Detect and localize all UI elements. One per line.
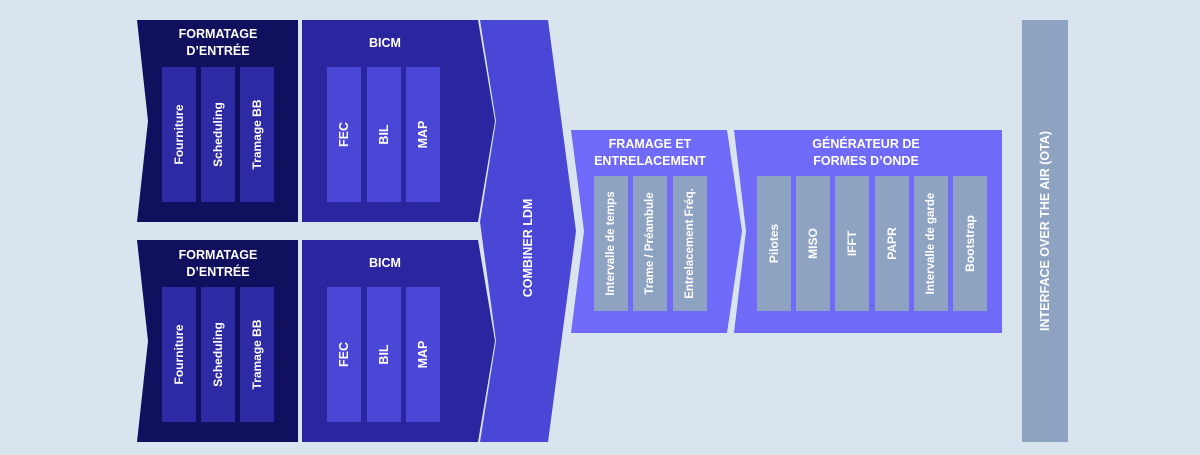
ldm-combiner-shape [480, 20, 576, 442]
input-cell-fourniture [162, 287, 196, 422]
framing-label-time-interleaver: Intervalle de temps [605, 191, 617, 295]
input-label-tramage-bb: Tramage BB [250, 319, 264, 389]
input-label-tramage-bb: Tramage BB [250, 99, 264, 169]
ldm-combiner-block: COMBINER LDM [480, 20, 576, 442]
waveform-cell-miso [796, 176, 830, 311]
waveform-cell-bootstrap [953, 176, 987, 311]
waveform-label-guard-interval: Intervalle de garde [925, 193, 937, 295]
input-cell-fourniture [162, 67, 196, 202]
input-formatting-title-line2: D’ENTRÉE [186, 264, 249, 279]
waveform-title-line1: GÉNÉRATEUR DE [812, 136, 919, 151]
bicm-label-bil: BIL [377, 124, 391, 145]
waveform-title-line2: FORMES D’ONDE [813, 154, 919, 168]
waveform-cell-papr [875, 176, 909, 311]
bicm-label-map: MAP [416, 121, 430, 149]
bicm-cell-bil [367, 287, 401, 422]
pipeline-1: FORMATAGE D’ENTRÉE Fourniture Scheduling… [137, 20, 495, 222]
bicm-cell-map [406, 67, 440, 202]
bicm-title: BICM [369, 36, 401, 50]
bicm-cell-bil [367, 67, 401, 202]
waveform-cell-pilots [757, 176, 791, 311]
pipeline-2: FORMATAGE D’ENTRÉE Fourniture Scheduling… [137, 240, 495, 442]
waveform-cell-ifft [835, 176, 869, 311]
waveform-generator-block: GÉNÉRATEUR DE FORMES D’ONDE Pilotes MISO… [734, 130, 1002, 333]
bicm-label-bil: BIL [377, 344, 391, 365]
ota-interface-label: INTERFACE OVER THE AIR (OTA) [1038, 131, 1052, 331]
framing-cell-frame-preamble [633, 176, 667, 311]
framing-title-line1: FRAMAGE ET [609, 137, 692, 151]
bicm-cell-map [406, 287, 440, 422]
input-formatting-title-line1: FORMATAGE [179, 27, 258, 41]
waveform-label-papr: PAPR [885, 227, 899, 260]
framing-block: FRAMAGE ET ENTRELACEMENT Intervalle de t… [571, 130, 742, 333]
input-label-fourniture: Fourniture [172, 324, 186, 384]
input-formatting-block-1: FORMATAGE D’ENTRÉE Fourniture Scheduling… [137, 20, 298, 222]
bicm-title: BICM [369, 256, 401, 270]
framing-cell-time-interleaver [594, 176, 628, 311]
input-formatting-block-2: FORMATAGE D’ENTRÉE Fourniture Scheduling… [137, 240, 298, 442]
input-label-scheduling: Scheduling [211, 322, 225, 387]
input-cell-scheduling [201, 287, 235, 422]
bicm-label-fec: FEC [337, 122, 351, 147]
ota-interface-shape [1022, 20, 1068, 442]
bicm-cell-fec [327, 287, 361, 422]
input-cell-tramage-bb [240, 287, 274, 422]
framing-label-frame-preamble: Trame / Préambule [644, 192, 656, 294]
framing-cell-frequency-interleaver [673, 176, 707, 311]
bicm-block-1: BICM FEC BIL MAP [302, 20, 495, 222]
waveform-label-bootstrap: Bootstrap [963, 215, 977, 272]
framing-title-line2: ENTRELACEMENT [594, 154, 706, 168]
input-cell-scheduling [201, 67, 235, 202]
bicm-label-fec: FEC [337, 342, 351, 367]
input-label-fourniture: Fourniture [172, 104, 186, 164]
waveform-label-ifft: IFFT [845, 230, 859, 256]
bicm-cell-fec [327, 67, 361, 202]
framing-label-frequency-interleaver: Entrelacement Fréq. [684, 188, 696, 299]
waveform-cell-guard-interval [914, 176, 948, 311]
waveform-label-miso: MISO [806, 228, 820, 259]
waveform-label-pilots: Pilotes [767, 224, 781, 264]
input-formatting-title-line1: FORMATAGE [179, 248, 258, 262]
input-cell-tramage-bb [240, 67, 274, 202]
bicm-label-map: MAP [416, 341, 430, 369]
ldm-combiner-label: COMBINER LDM [521, 199, 535, 298]
ota-interface-block: INTERFACE OVER THE AIR (OTA) [1022, 20, 1068, 442]
input-formatting-title-line2: D’ENTRÉE [186, 43, 249, 58]
input-label-scheduling: Scheduling [211, 102, 225, 167]
bicm-block-2: BICM FEC BIL MAP [302, 240, 495, 442]
